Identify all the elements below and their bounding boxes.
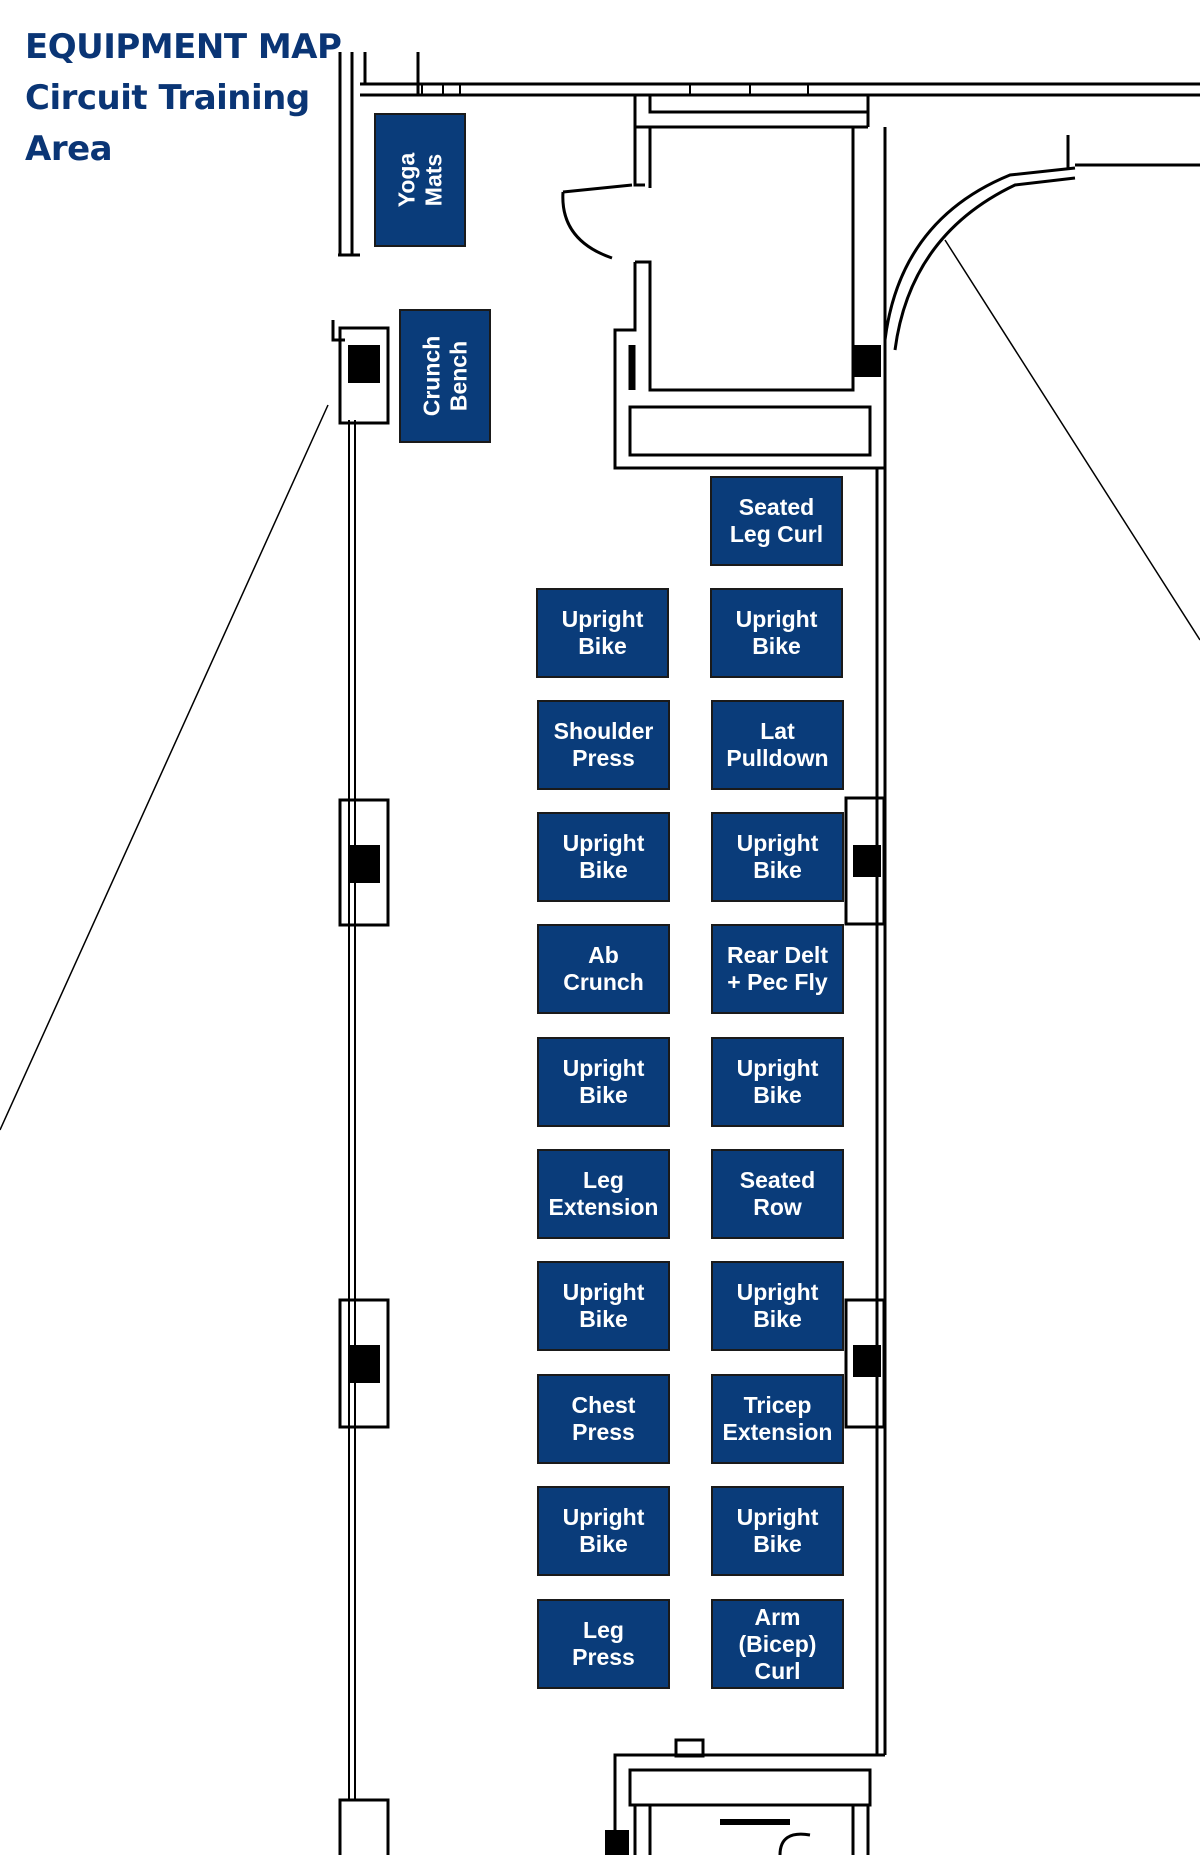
equipment-label: Seated Row	[739, 1167, 816, 1220]
equipment-right-5[interactable]: Upright Bike	[711, 1037, 844, 1127]
equipment-label: Upright Bike	[561, 606, 644, 659]
equipment-right-2[interactable]: Lat Pulldown	[711, 700, 844, 790]
equipment-left-5[interactable]: Upright Bike	[537, 1037, 670, 1127]
equipment-label: Upright Bike	[562, 1504, 645, 1557]
equipment-left-2[interactable]: Shoulder Press	[537, 700, 670, 790]
equipment-left-1[interactable]: Upright Bike	[536, 588, 669, 678]
equipment-label: Ab Crunch	[563, 942, 644, 995]
equipment-seated-leg-curl[interactable]: Seated Leg Curl	[710, 476, 843, 566]
equipment-label: Leg Extension	[548, 1167, 659, 1220]
equipment-right-1[interactable]: Upright Bike	[710, 588, 843, 678]
equipment-label: Yoga Mats	[393, 152, 446, 208]
equipment-right-7[interactable]: Upright Bike	[711, 1261, 844, 1351]
equipment-right-4[interactable]: Rear Delt + Pec Fly	[711, 924, 844, 1014]
equipment-label: Chest Press	[571, 1392, 636, 1445]
equipment-right-6[interactable]: Seated Row	[711, 1149, 844, 1239]
equipment-left-9[interactable]: Upright Bike	[537, 1486, 670, 1576]
equipment-label: Upright Bike	[562, 1055, 645, 1108]
equipment-left-6[interactable]: Leg Extension	[537, 1149, 670, 1239]
equipment-right-8[interactable]: Tricep Extension	[711, 1374, 844, 1464]
equipment-label: Tricep Extension	[722, 1392, 833, 1445]
map-subtitle-line1: Circuit Training	[25, 78, 310, 118]
equipment-right-3[interactable]: Upright Bike	[711, 812, 844, 902]
map-subtitle-line2: Area	[25, 129, 113, 169]
equipment-right-10[interactable]: Arm (Bicep) Curl	[711, 1599, 844, 1689]
equipment-left-4[interactable]: Ab Crunch	[537, 924, 670, 1014]
equipment-label: Lat Pulldown	[726, 718, 829, 771]
equipment-label: Upright Bike	[736, 830, 819, 883]
equipment-label: Upright Bike	[562, 1279, 645, 1332]
equipment-label: Crunch Bench	[418, 335, 471, 417]
map-title: EQUIPMENT MAP	[25, 27, 342, 67]
equipment-left-7[interactable]: Upright Bike	[537, 1261, 670, 1351]
equipment-left-8[interactable]: Chest Press	[537, 1374, 670, 1464]
equipment-crunch-bench[interactable]: Crunch Bench	[399, 309, 491, 443]
equipment-label: Upright Bike	[736, 1279, 819, 1332]
equipment-left-3[interactable]: Upright Bike	[537, 812, 670, 902]
equipment-yoga-mats[interactable]: Yoga Mats	[374, 113, 466, 247]
equipment-label: Leg Press	[572, 1617, 635, 1670]
equipment-label: Upright Bike	[562, 830, 645, 883]
equipment-label: Rear Delt + Pec Fly	[727, 942, 828, 995]
equipment-label: Upright Bike	[736, 1504, 819, 1557]
equipment-label: Upright Bike	[735, 606, 818, 659]
equipment-label: Seated Leg Curl	[729, 494, 824, 547]
equipment-left-10[interactable]: Leg Press	[537, 1599, 670, 1689]
equipment-label: Upright Bike	[736, 1055, 819, 1108]
equipment-label: Shoulder Press	[553, 718, 654, 771]
equipment-label: Arm (Bicep) Curl	[738, 1603, 817, 1684]
equipment-right-9[interactable]: Upright Bike	[711, 1486, 844, 1576]
